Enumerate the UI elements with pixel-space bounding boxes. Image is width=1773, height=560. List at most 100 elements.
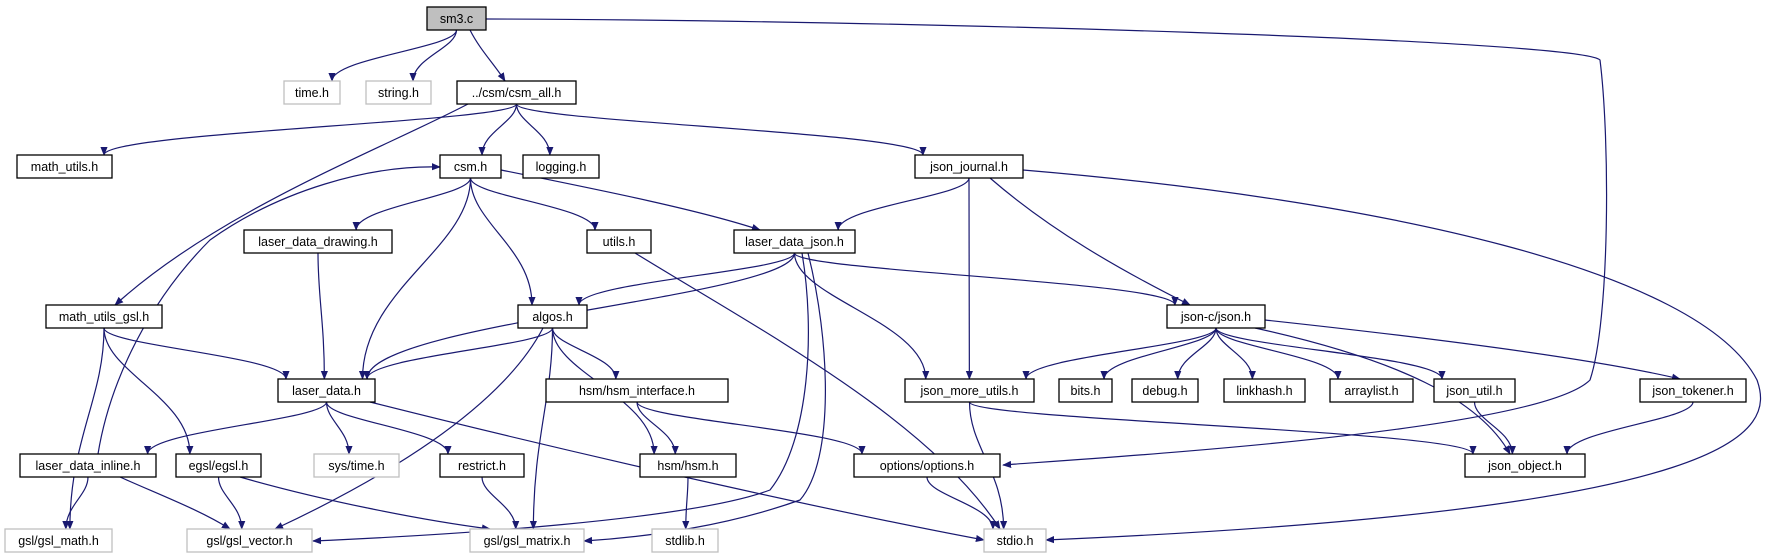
node-box <box>522 154 600 179</box>
node-hsm-interface[interactable]: hsm/hsm_interface.h <box>545 378 729 403</box>
node-arraylist[interactable]: arraylist.h <box>1329 378 1414 403</box>
edge-line <box>62 476 89 530</box>
node-gsl-matrix: gsl/gsl_matrix.h <box>469 528 585 553</box>
edge-line <box>217 476 246 530</box>
edge-line <box>114 103 469 306</box>
node-options[interactable]: options/options.h <box>853 453 1001 478</box>
node-utils[interactable]: utils.h <box>586 229 652 254</box>
node-json-c-json[interactable]: json-c/json.h <box>1166 304 1266 329</box>
edge-line <box>1022 327 1217 380</box>
edge-line <box>144 401 328 455</box>
edge-line <box>529 327 554 530</box>
node-json-more-utils[interactable]: json_more_utils.h <box>904 378 1035 403</box>
edge-laser_data_json-to-algos <box>575 252 796 306</box>
edge-line <box>968 401 1477 455</box>
node-math-utils[interactable]: math_utils.h <box>16 154 113 179</box>
edge-json_more_utils-to-json_object <box>968 401 1477 455</box>
node-algos[interactable]: algos.h <box>517 304 588 329</box>
edge-hsm_interface-to-options <box>636 401 866 455</box>
edge-line <box>469 177 599 231</box>
edge-csm-to-laser_data_json <box>500 169 761 231</box>
edge-algos-to-gsl_matrix <box>529 327 554 530</box>
node-box <box>1433 378 1516 403</box>
node-box <box>16 154 113 179</box>
edge-line <box>274 327 544 530</box>
edge-laser_data_json-to-json_more_utils <box>793 252 930 380</box>
node-label: json_util.h <box>1445 384 1502 398</box>
edge-line <box>100 103 518 156</box>
node-box <box>1058 378 1113 403</box>
node-box <box>1131 378 1199 403</box>
node-laser-data-drawing[interactable]: laser_data_drawing.h <box>243 229 393 254</box>
node-restrict[interactable]: restrict.h <box>439 453 525 478</box>
node-laser-data[interactable]: laser_data.h <box>277 378 376 403</box>
node-label: math_utils_gsl.h <box>59 310 149 324</box>
edge-json_journal-to-stdio <box>1022 169 1762 544</box>
edge-line <box>358 177 472 380</box>
node-hsm[interactable]: hsm/hsm.h <box>639 453 737 478</box>
node-box <box>517 304 588 329</box>
node-sys-time: sys/time.h <box>313 453 400 478</box>
node-label: csm.h <box>454 160 487 174</box>
node-math-utils-gsl[interactable]: math_utils_gsl.h <box>45 304 163 329</box>
node-label: time.h <box>295 86 329 100</box>
edge-line <box>1022 169 1762 544</box>
edge-laser_data-to-laser_data_inline <box>144 401 328 455</box>
node-debug[interactable]: debug.h <box>1131 378 1199 403</box>
node-laser-data-inline[interactable]: laser_data_inline.h <box>19 453 157 478</box>
node-gsl-vector: gsl/gsl_vector.h <box>186 528 313 553</box>
edge-utils-to-stdio <box>634 252 1001 530</box>
node-json-util[interactable]: json_util.h <box>1433 378 1516 403</box>
node-json-object[interactable]: json_object.h <box>1464 453 1586 478</box>
node-label: gsl/gsl_vector.h <box>206 534 292 548</box>
edge-json_util-to-json_object <box>1473 401 1516 455</box>
node-box <box>904 378 1035 403</box>
node-box <box>1223 378 1306 403</box>
node-label: string.h <box>378 86 419 100</box>
edge-line <box>478 103 518 156</box>
edge-csm_all-to-csm <box>478 103 518 156</box>
node-label: gsl/gsl_math.h <box>18 534 99 548</box>
node-box <box>365 80 432 105</box>
node-label: bits.h <box>1071 384 1101 398</box>
node-box <box>586 229 652 254</box>
node-laser-data-json[interactable]: laser_data_json.h <box>733 229 856 254</box>
edge-json_c_json-to-arraylist <box>1215 327 1342 380</box>
node-label: json_tokener.h <box>1651 384 1733 398</box>
node-linkhash[interactable]: linkhash.h <box>1223 378 1306 403</box>
edge-json_c_json-to-json_util <box>1215 327 1446 380</box>
edge-json_journal-to-laser_data_json <box>834 177 970 231</box>
edge-csm-to-laser_data_drawing <box>352 177 472 231</box>
node-box <box>186 528 313 553</box>
node-label: laser_data_json.h <box>745 235 844 249</box>
node-box <box>456 80 577 105</box>
edge-line <box>636 401 679 455</box>
edge-sm3-to-csm_all <box>469 29 506 82</box>
node-egsl[interactable]: egsl/egsl.h <box>175 453 262 478</box>
node-label: gsl/gsl_matrix.h <box>484 534 571 548</box>
edge-csm_all-to-json_journal <box>515 103 927 156</box>
node-bits[interactable]: bits.h <box>1058 378 1113 403</box>
edge-line <box>1264 319 1681 381</box>
edge-laser_data_inline-to-csm <box>97 163 441 455</box>
edge-line <box>1473 401 1516 455</box>
node-label: math_utils.h <box>31 160 98 174</box>
node-logging[interactable]: logging.h <box>522 154 600 179</box>
edge-line <box>352 177 472 231</box>
edge-hsm_interface-to-hsm <box>636 401 679 455</box>
edge-json_c_json-to-debug <box>1174 327 1217 380</box>
edge-line <box>834 177 970 231</box>
edge-csm_all-to-logging <box>515 103 554 156</box>
node-box <box>45 304 163 329</box>
node-box <box>733 229 856 254</box>
node-box <box>1329 378 1414 403</box>
node-json-tokener[interactable]: json_tokener.h <box>1639 378 1747 403</box>
edge-line <box>363 327 554 380</box>
node-json-journal[interactable]: json_journal.h <box>914 154 1024 179</box>
edge-line <box>485 18 1608 469</box>
node-box <box>277 378 376 403</box>
node-csm-all[interactable]: ../csm/csm_all.h <box>456 80 577 105</box>
edge-line <box>103 327 290 380</box>
node-csm[interactable]: csm.h <box>439 154 502 179</box>
node-label: linkhash.h <box>1236 384 1292 398</box>
